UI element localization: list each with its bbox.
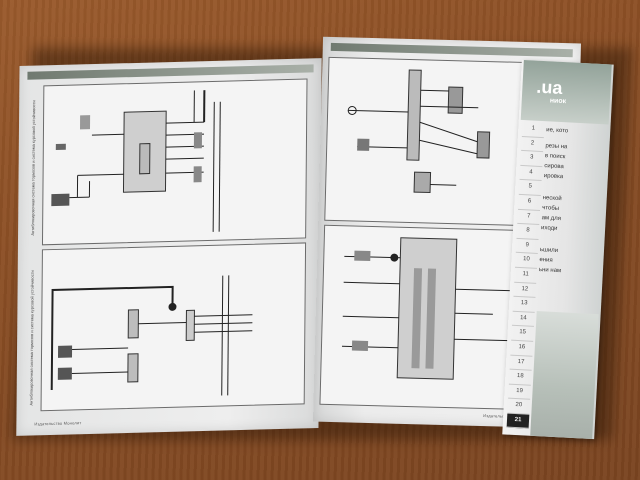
right-page-header-strip bbox=[330, 42, 573, 58]
index-number: 20 bbox=[507, 398, 531, 415]
flap-text-line: в поиск bbox=[544, 153, 566, 161]
index-number: 4 bbox=[519, 165, 543, 182]
right-diagram-bottom bbox=[319, 224, 525, 410]
index-number: 8 bbox=[516, 223, 540, 240]
index-number: 12 bbox=[513, 282, 537, 299]
index-number: 3 bbox=[520, 151, 544, 167]
flap-text-line: резы на bbox=[545, 143, 568, 151]
index-number: 11 bbox=[514, 267, 537, 284]
index-number: 18 bbox=[508, 369, 532, 386]
flap-text-line: неской bbox=[542, 195, 562, 203]
index-number: 9 bbox=[515, 238, 539, 255]
left-page: Антиблокировочная система тормозов и сис… bbox=[16, 58, 322, 436]
index-number: 5 bbox=[518, 180, 542, 196]
left-diagram-top-title: Антиблокировочная система тормозов и сис… bbox=[30, 100, 37, 236]
index-number: 13 bbox=[512, 296, 536, 313]
flap-text-line: ам для bbox=[541, 215, 562, 223]
index-number-active: 21 bbox=[506, 413, 530, 430]
index-number: 17 bbox=[509, 355, 533, 371]
index-number: 14 bbox=[511, 311, 535, 328]
index-number: 2 bbox=[521, 136, 544, 153]
flap-text-line: ения bbox=[539, 257, 553, 264]
right-diagram-top bbox=[324, 56, 529, 227]
cover-flap: .ua ниок 1 2 3 4 5 6 7 8 9 10 11 12 13 1… bbox=[502, 59, 614, 440]
left-diagram-bottom-title: Антиблокировочная система тормозов и сис… bbox=[28, 270, 35, 406]
flap-header bbox=[520, 59, 612, 125]
index-number: 10 bbox=[514, 253, 538, 269]
index-number: 7 bbox=[517, 209, 541, 226]
flap-text-line: ьни нам bbox=[538, 267, 562, 275]
flap-text-line: ировка bbox=[543, 173, 564, 181]
flap-text-line: ьшили bbox=[539, 247, 559, 255]
index-number: 16 bbox=[510, 340, 534, 357]
wiring-diagram-bottom bbox=[50, 275, 253, 396]
flap-text-line: иходи bbox=[540, 225, 558, 232]
left-diagram-bottom bbox=[40, 242, 307, 412]
flap-domain-text: .ua bbox=[535, 76, 563, 98]
flap-text-line: сирова bbox=[544, 163, 564, 171]
flap-cover-photo bbox=[530, 310, 599, 440]
wiring-diagram-right-bottom bbox=[341, 237, 514, 380]
left-page-footer: Издательство Монолит bbox=[34, 420, 82, 427]
right-page: Издательство Монолит bbox=[313, 36, 581, 429]
flap-text-line: ие, кото bbox=[546, 127, 569, 135]
index-number: 15 bbox=[511, 326, 534, 342]
flap-brand-text: ниок bbox=[549, 97, 567, 106]
flap-text-line: чтобы bbox=[541, 205, 560, 212]
wiring-diagram-top bbox=[51, 90, 221, 232]
wiring-diagram-right-top bbox=[347, 69, 491, 194]
index-number: 19 bbox=[508, 384, 531, 401]
left-diagram-top bbox=[41, 78, 308, 246]
index-number: 1 bbox=[521, 121, 545, 138]
index-number: 6 bbox=[518, 194, 541, 211]
left-page-header-strip bbox=[27, 64, 314, 80]
